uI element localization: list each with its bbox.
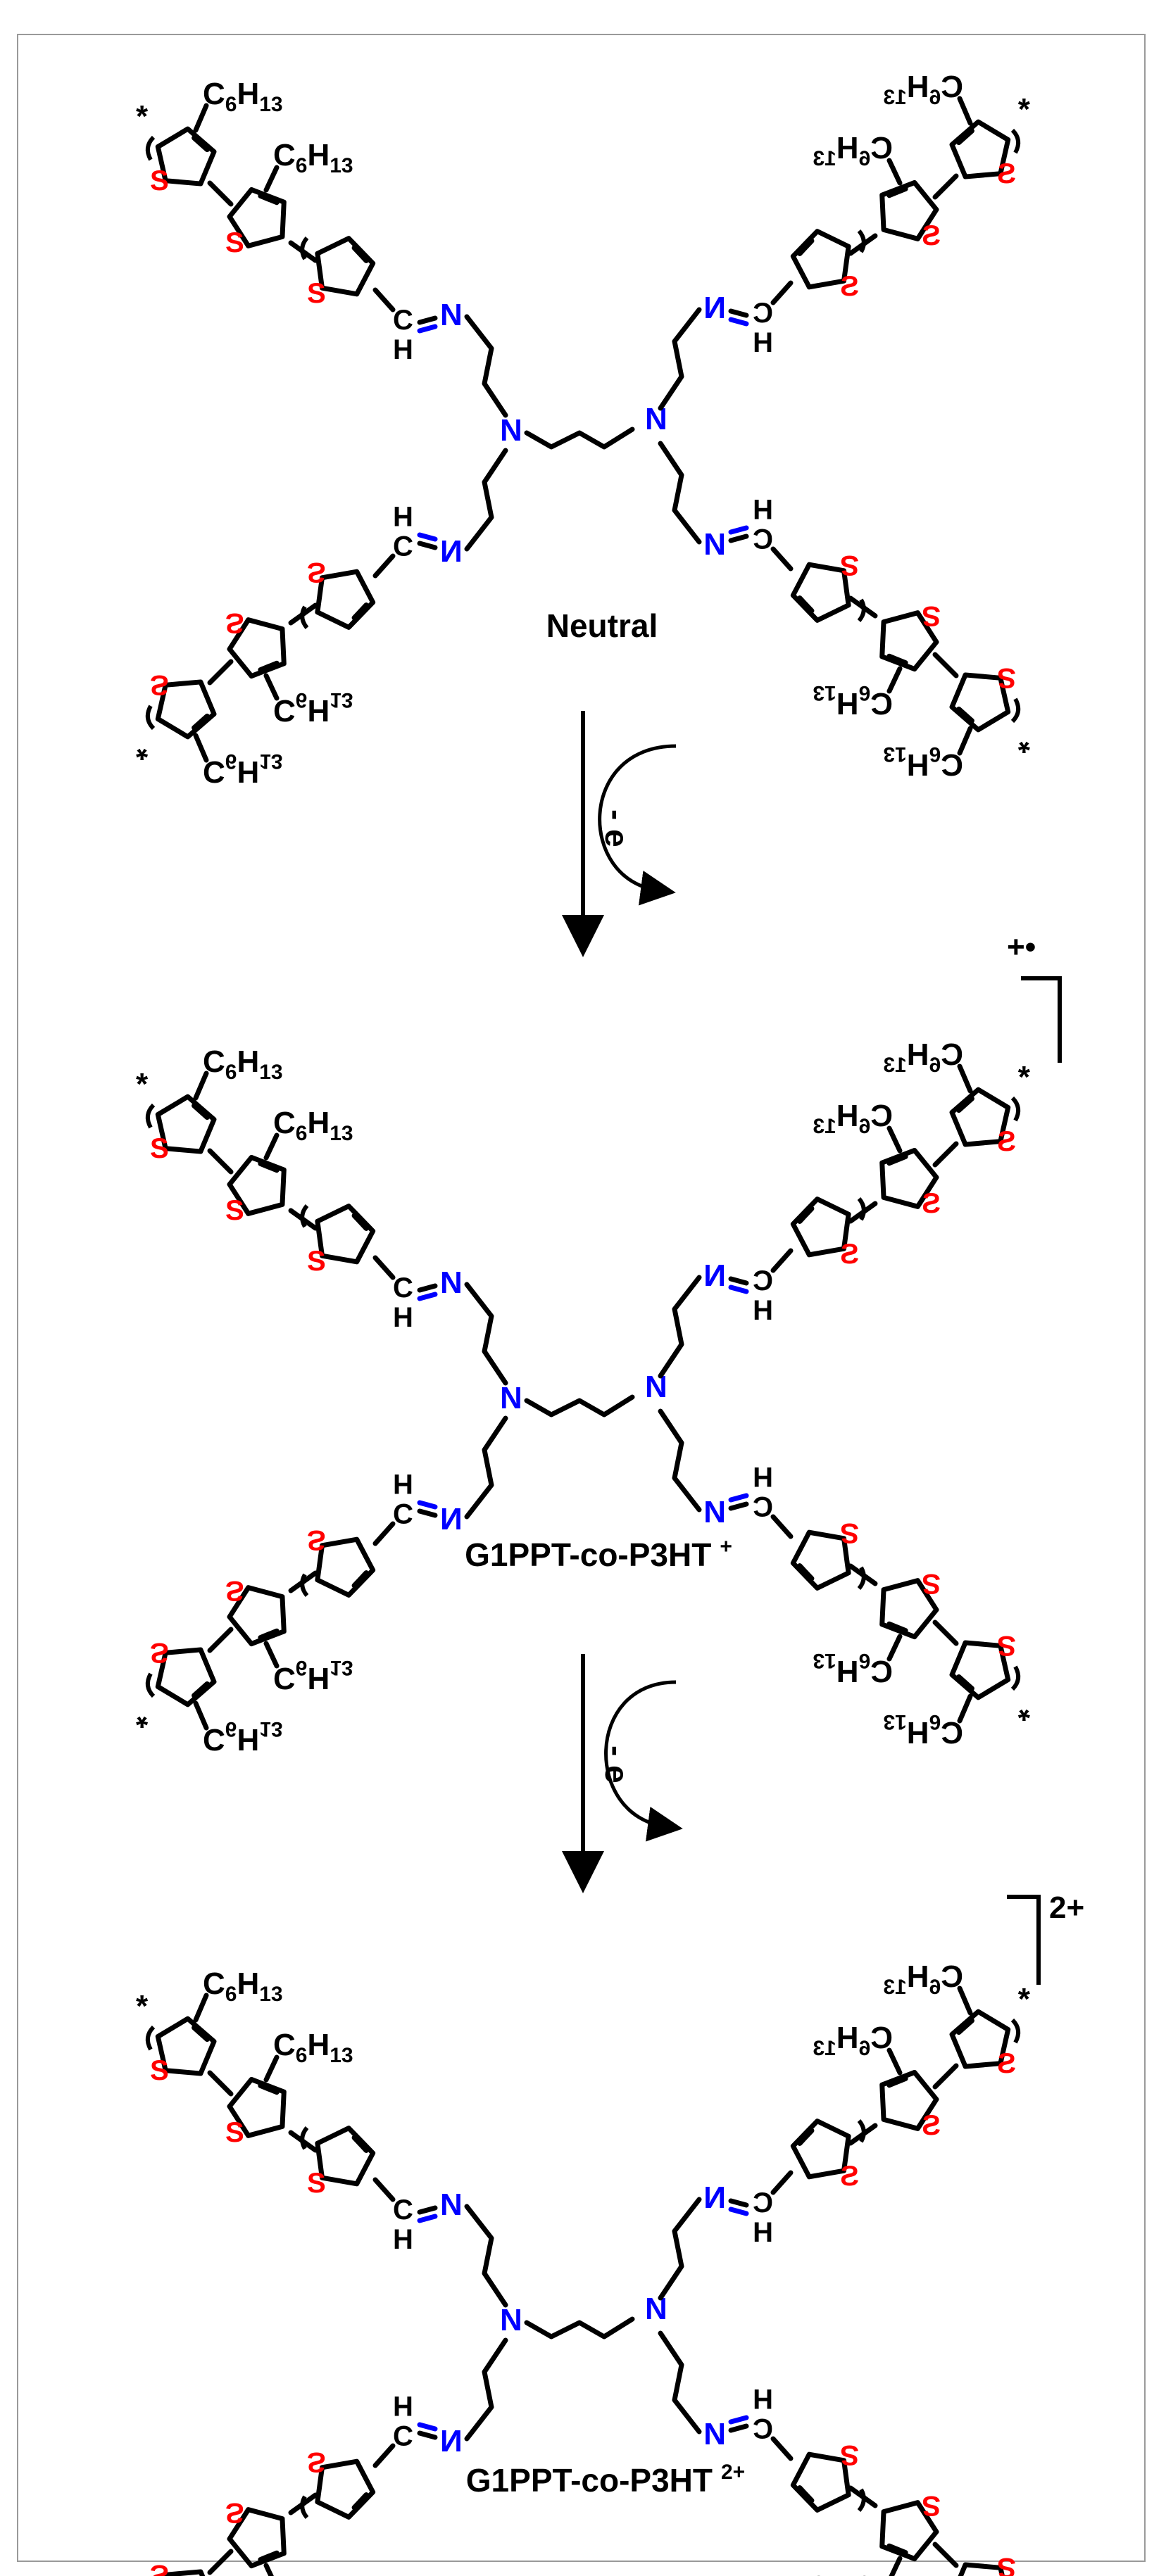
oxidation-arrow-1: - e bbox=[562, 711, 677, 957]
oxidation-arrow-2: - e bbox=[562, 1654, 683, 1893]
charge-dication: 2+ bbox=[1049, 1890, 1084, 1925]
caption-cation: G1PPT-co-P3HT+ bbox=[465, 1535, 732, 1573]
caption-neutral: Neutral bbox=[546, 607, 658, 644]
molecule-radical-cation: G1PPT-co-P3HT+ +• bbox=[136, 930, 1062, 1757]
electron-loss-label-2: - e bbox=[598, 1745, 635, 1783]
electron-loss-label-1: - e bbox=[598, 809, 635, 847]
molecule-neutral: Neutral bbox=[136, 70, 1030, 789]
charge-radical-cation: +• bbox=[1007, 930, 1036, 964]
figure-frame bbox=[17, 34, 1146, 2562]
